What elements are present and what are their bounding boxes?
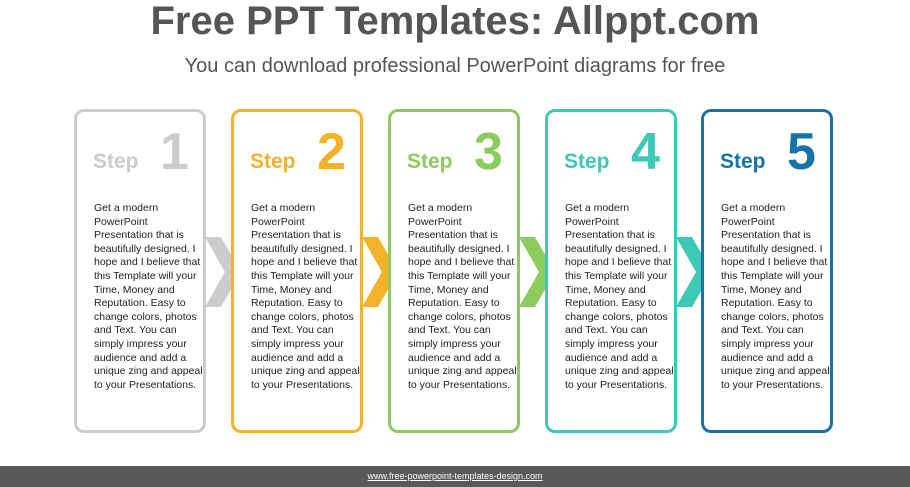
step-number: 3	[474, 123, 503, 181]
step-number: 1	[160, 123, 189, 181]
step-label: Step	[250, 150, 296, 173]
step-label: Step	[93, 150, 139, 173]
step-number: 4	[631, 123, 660, 181]
step-card-4: Step 4 Get a modern PowerPoint Presentat…	[545, 109, 677, 433]
step-description: Get a modern PowerPoint Presentation tha…	[251, 202, 360, 391]
step-description: Get a modern PowerPoint Presentation tha…	[94, 202, 203, 391]
step-description: Get a modern PowerPoint Presentation tha…	[721, 202, 830, 391]
step-card-1: Step 1 Get a modern PowerPoint Presentat…	[74, 109, 206, 433]
step-card-5: Step 5 Get a modern PowerPoint Presentat…	[701, 109, 833, 433]
step-label: Step	[407, 150, 453, 173]
step-description: Get a modern PowerPoint Presentation tha…	[408, 202, 517, 391]
page-title: Free PPT Templates: Allppt.com	[150, 0, 760, 43]
page-subtitle: You can download professional PowerPoint…	[184, 55, 726, 77]
footer-bar: www.free-powerpoint-templates-design.com	[0, 466, 910, 487]
step-description: Get a modern PowerPoint Presentation tha…	[565, 202, 674, 391]
footer-link[interactable]: www.free-powerpoint-templates-design.com	[367, 471, 543, 481]
step-label: Step	[564, 150, 610, 173]
step-card-2: Step 2 Get a modern PowerPoint Presentat…	[231, 109, 363, 433]
step-card-3: Step 3 Get a modern PowerPoint Presentat…	[388, 109, 520, 433]
step-label: Step	[720, 150, 766, 173]
step-number: 5	[787, 123, 816, 181]
step-number: 2	[317, 123, 346, 181]
